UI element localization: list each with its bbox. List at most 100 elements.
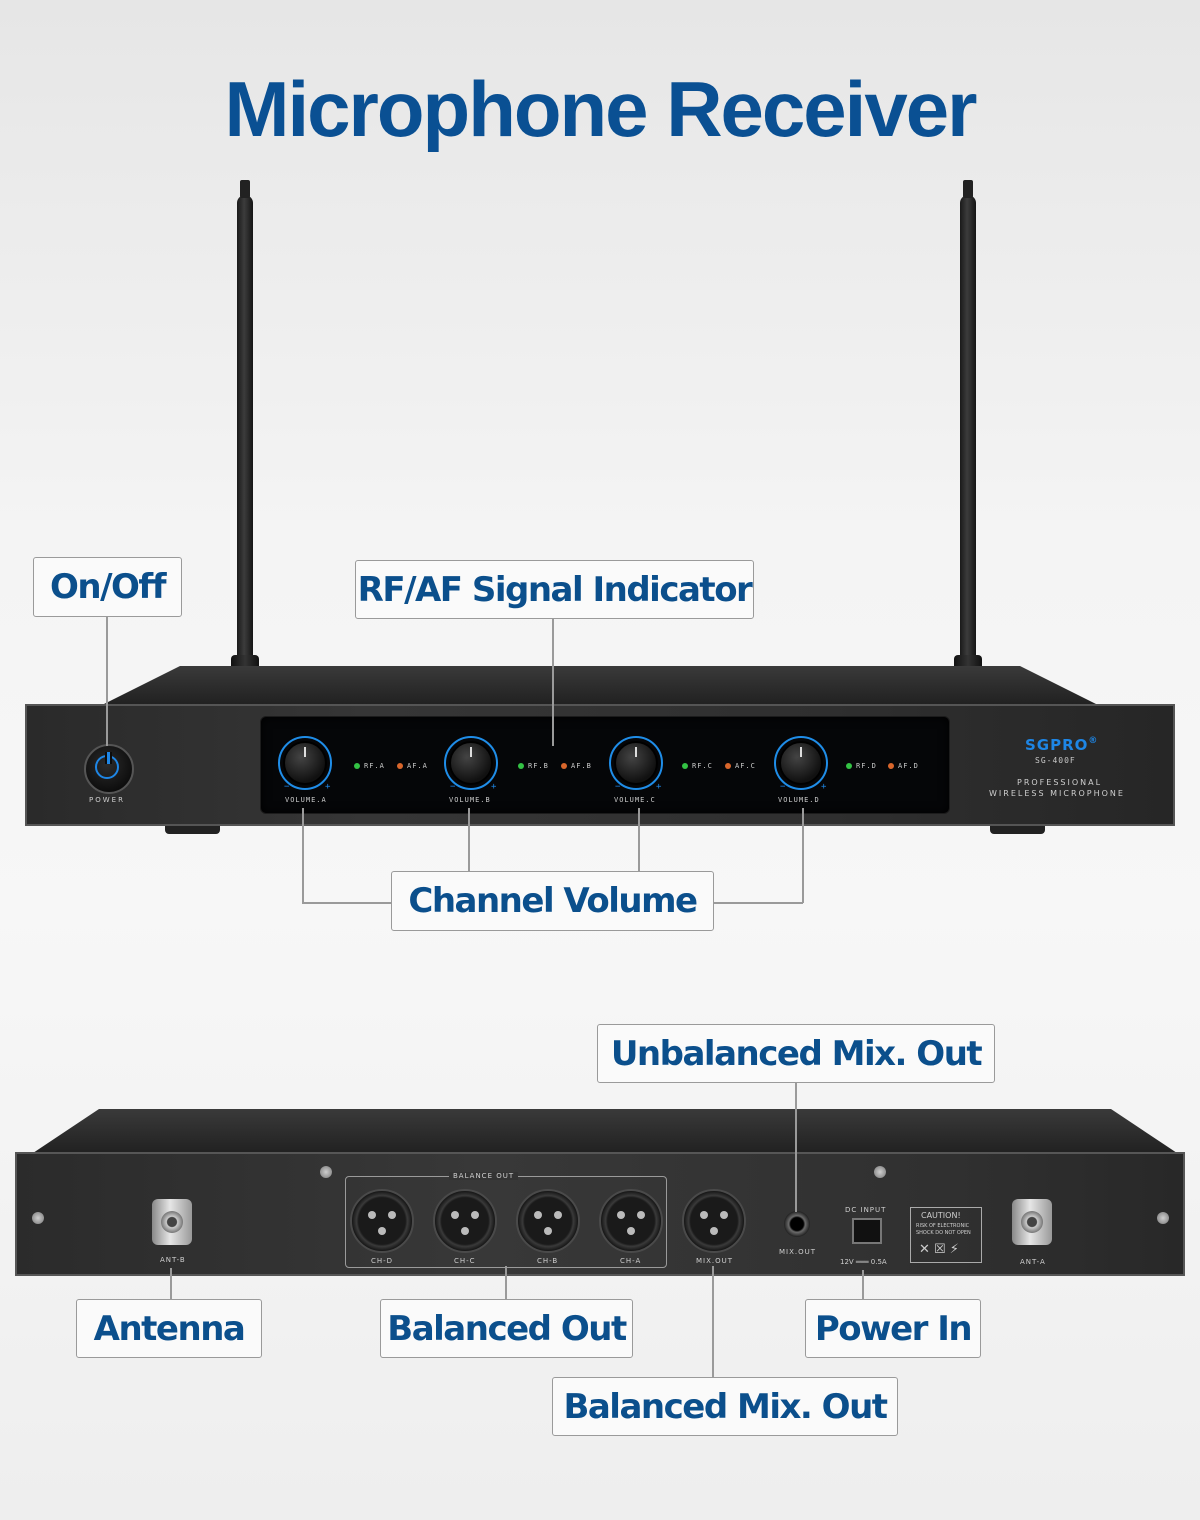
volume-b-label: VOLUME.B (449, 796, 491, 804)
front-foot-left (165, 826, 220, 834)
ch-d-xlr-output[interactable] (350, 1189, 414, 1253)
tagline-professional: PROFESSIONAL (1017, 778, 1103, 787)
screw (1157, 1212, 1169, 1224)
right-antenna (960, 195, 976, 665)
volume-d-plus: + (821, 782, 828, 792)
volume-b-leader (468, 808, 470, 871)
volume-b-plus: + (491, 782, 498, 792)
power-in-callout: Power In (805, 1299, 981, 1358)
volume-d-label: VOLUME.D (778, 796, 820, 804)
af-c-label: AF.C (735, 762, 756, 770)
mix-out-xlr-label: MIX.OUT (696, 1257, 734, 1265)
channel-volume-callout: Channel Volume (391, 871, 714, 931)
antenna-leader (170, 1268, 172, 1300)
caution-text-2: SHOCK DO NOT OPEN (916, 1230, 971, 1236)
knob-pointer (470, 747, 472, 757)
xlr-pin (720, 1211, 728, 1219)
screw (874, 1166, 886, 1178)
volume-d-ring (774, 736, 828, 790)
balanced-mix-leader (712, 1266, 714, 1378)
volume-a-plus: + (325, 782, 332, 792)
screw (320, 1166, 332, 1178)
xlr-pin (378, 1227, 386, 1235)
xlr-pin (710, 1227, 718, 1235)
rf-af-signal-callout: RF/AF Signal Indicator (355, 560, 754, 619)
ant-b-label: ANT-B (160, 1256, 186, 1264)
mix-out-jack[interactable] (784, 1211, 810, 1237)
volume-c-leader (638, 808, 640, 871)
brand-registered-mark: ® (1088, 736, 1099, 746)
model-number: SG-400F (1035, 756, 1076, 765)
ch-c-xlr-output[interactable] (433, 1189, 497, 1253)
knob-pointer (635, 747, 637, 757)
volume-d-leader (802, 808, 804, 903)
rear-panel: ANT-B BALANCE OUT CH-D CH-C CH-B CH-A (15, 1152, 1185, 1276)
volume-c-minus: − (615, 782, 622, 792)
volume-a-label: VOLUME.A (285, 796, 327, 804)
balanced-out-callout: Balanced Out (380, 1299, 633, 1358)
af-a-led (397, 763, 403, 769)
af-a-label: AF.A (407, 762, 428, 770)
ant-a-label: ANT-A (1020, 1258, 1046, 1266)
rear-chassis-top (30, 1109, 1180, 1155)
volume-c-knob[interactable] (614, 741, 658, 785)
antenna-callout: Antenna (76, 1299, 262, 1358)
ch-d-label: CH-D (371, 1257, 394, 1265)
on-off-leader (106, 616, 108, 746)
xlr-pin (471, 1211, 479, 1219)
front-chassis-top (100, 666, 1100, 706)
volume-b-minus: − (450, 782, 457, 792)
xlr-pin (637, 1211, 645, 1219)
xlr-pin (554, 1211, 562, 1219)
ch-b-xlr-output[interactable] (516, 1189, 580, 1253)
caution-text-1: RISK OF ELECTRONIC (916, 1223, 970, 1229)
page-title: Microphone Receiver (224, 65, 978, 153)
af-d-led (888, 763, 894, 769)
caution-label: CAUTION! RISK OF ELECTRONIC SHOCK DO NOT… (910, 1207, 982, 1263)
dc-power-input[interactable] (852, 1218, 882, 1244)
display-window (260, 716, 950, 814)
volume-right-bracket (713, 902, 803, 904)
volume-b-knob[interactable] (449, 741, 493, 785)
xlr-pin (534, 1211, 542, 1219)
ch-c-label: CH-C (454, 1257, 476, 1265)
bnc-core (1021, 1211, 1043, 1233)
right-antenna-tip (963, 180, 973, 198)
knob-pointer (800, 747, 802, 757)
power-button[interactable] (84, 744, 134, 794)
xlr-pin (617, 1211, 625, 1219)
screw (32, 1212, 44, 1224)
balanced-out-leader (505, 1266, 507, 1300)
rf-c-led (682, 763, 688, 769)
af-b-label: AF.B (571, 762, 592, 770)
rf-c-label: RF.C (692, 762, 713, 770)
volume-a-minus: − (284, 782, 291, 792)
volume-c-ring (609, 736, 663, 790)
power-label: POWER (89, 796, 125, 804)
balanced-mix-out-callout: Balanced Mix. Out (552, 1377, 898, 1436)
ch-a-xlr-output[interactable] (599, 1189, 663, 1253)
volume-left-bracket (302, 902, 392, 904)
volume-d-knob[interactable] (779, 741, 823, 785)
af-c-led (725, 763, 731, 769)
xlr-pin (388, 1211, 396, 1219)
rf-d-led (846, 763, 852, 769)
rf-b-led (518, 763, 524, 769)
antenna-a-connector[interactable] (1012, 1199, 1052, 1245)
front-foot-right (990, 826, 1045, 834)
volume-a-knob[interactable] (283, 741, 327, 785)
tagline-wireless: WIRELESS MICROPHONE (989, 789, 1125, 798)
mix-out-xlr-output[interactable] (682, 1189, 746, 1253)
bnc-core (161, 1211, 183, 1233)
af-d-label: AF.D (898, 762, 919, 770)
caution-symbols-icon: ✕ ☒ ⚡ (919, 1242, 959, 1257)
ch-a-label: CH-A (620, 1257, 642, 1265)
rf-a-label: RF.A (364, 762, 385, 770)
volume-b-ring (444, 736, 498, 790)
volume-c-label: VOLUME.C (614, 796, 656, 804)
rf-a-led (354, 763, 360, 769)
rf-b-label: RF.B (528, 762, 549, 770)
antenna-b-connector[interactable] (152, 1199, 192, 1245)
volume-c-plus: + (656, 782, 663, 792)
left-antenna-tip (240, 180, 250, 198)
